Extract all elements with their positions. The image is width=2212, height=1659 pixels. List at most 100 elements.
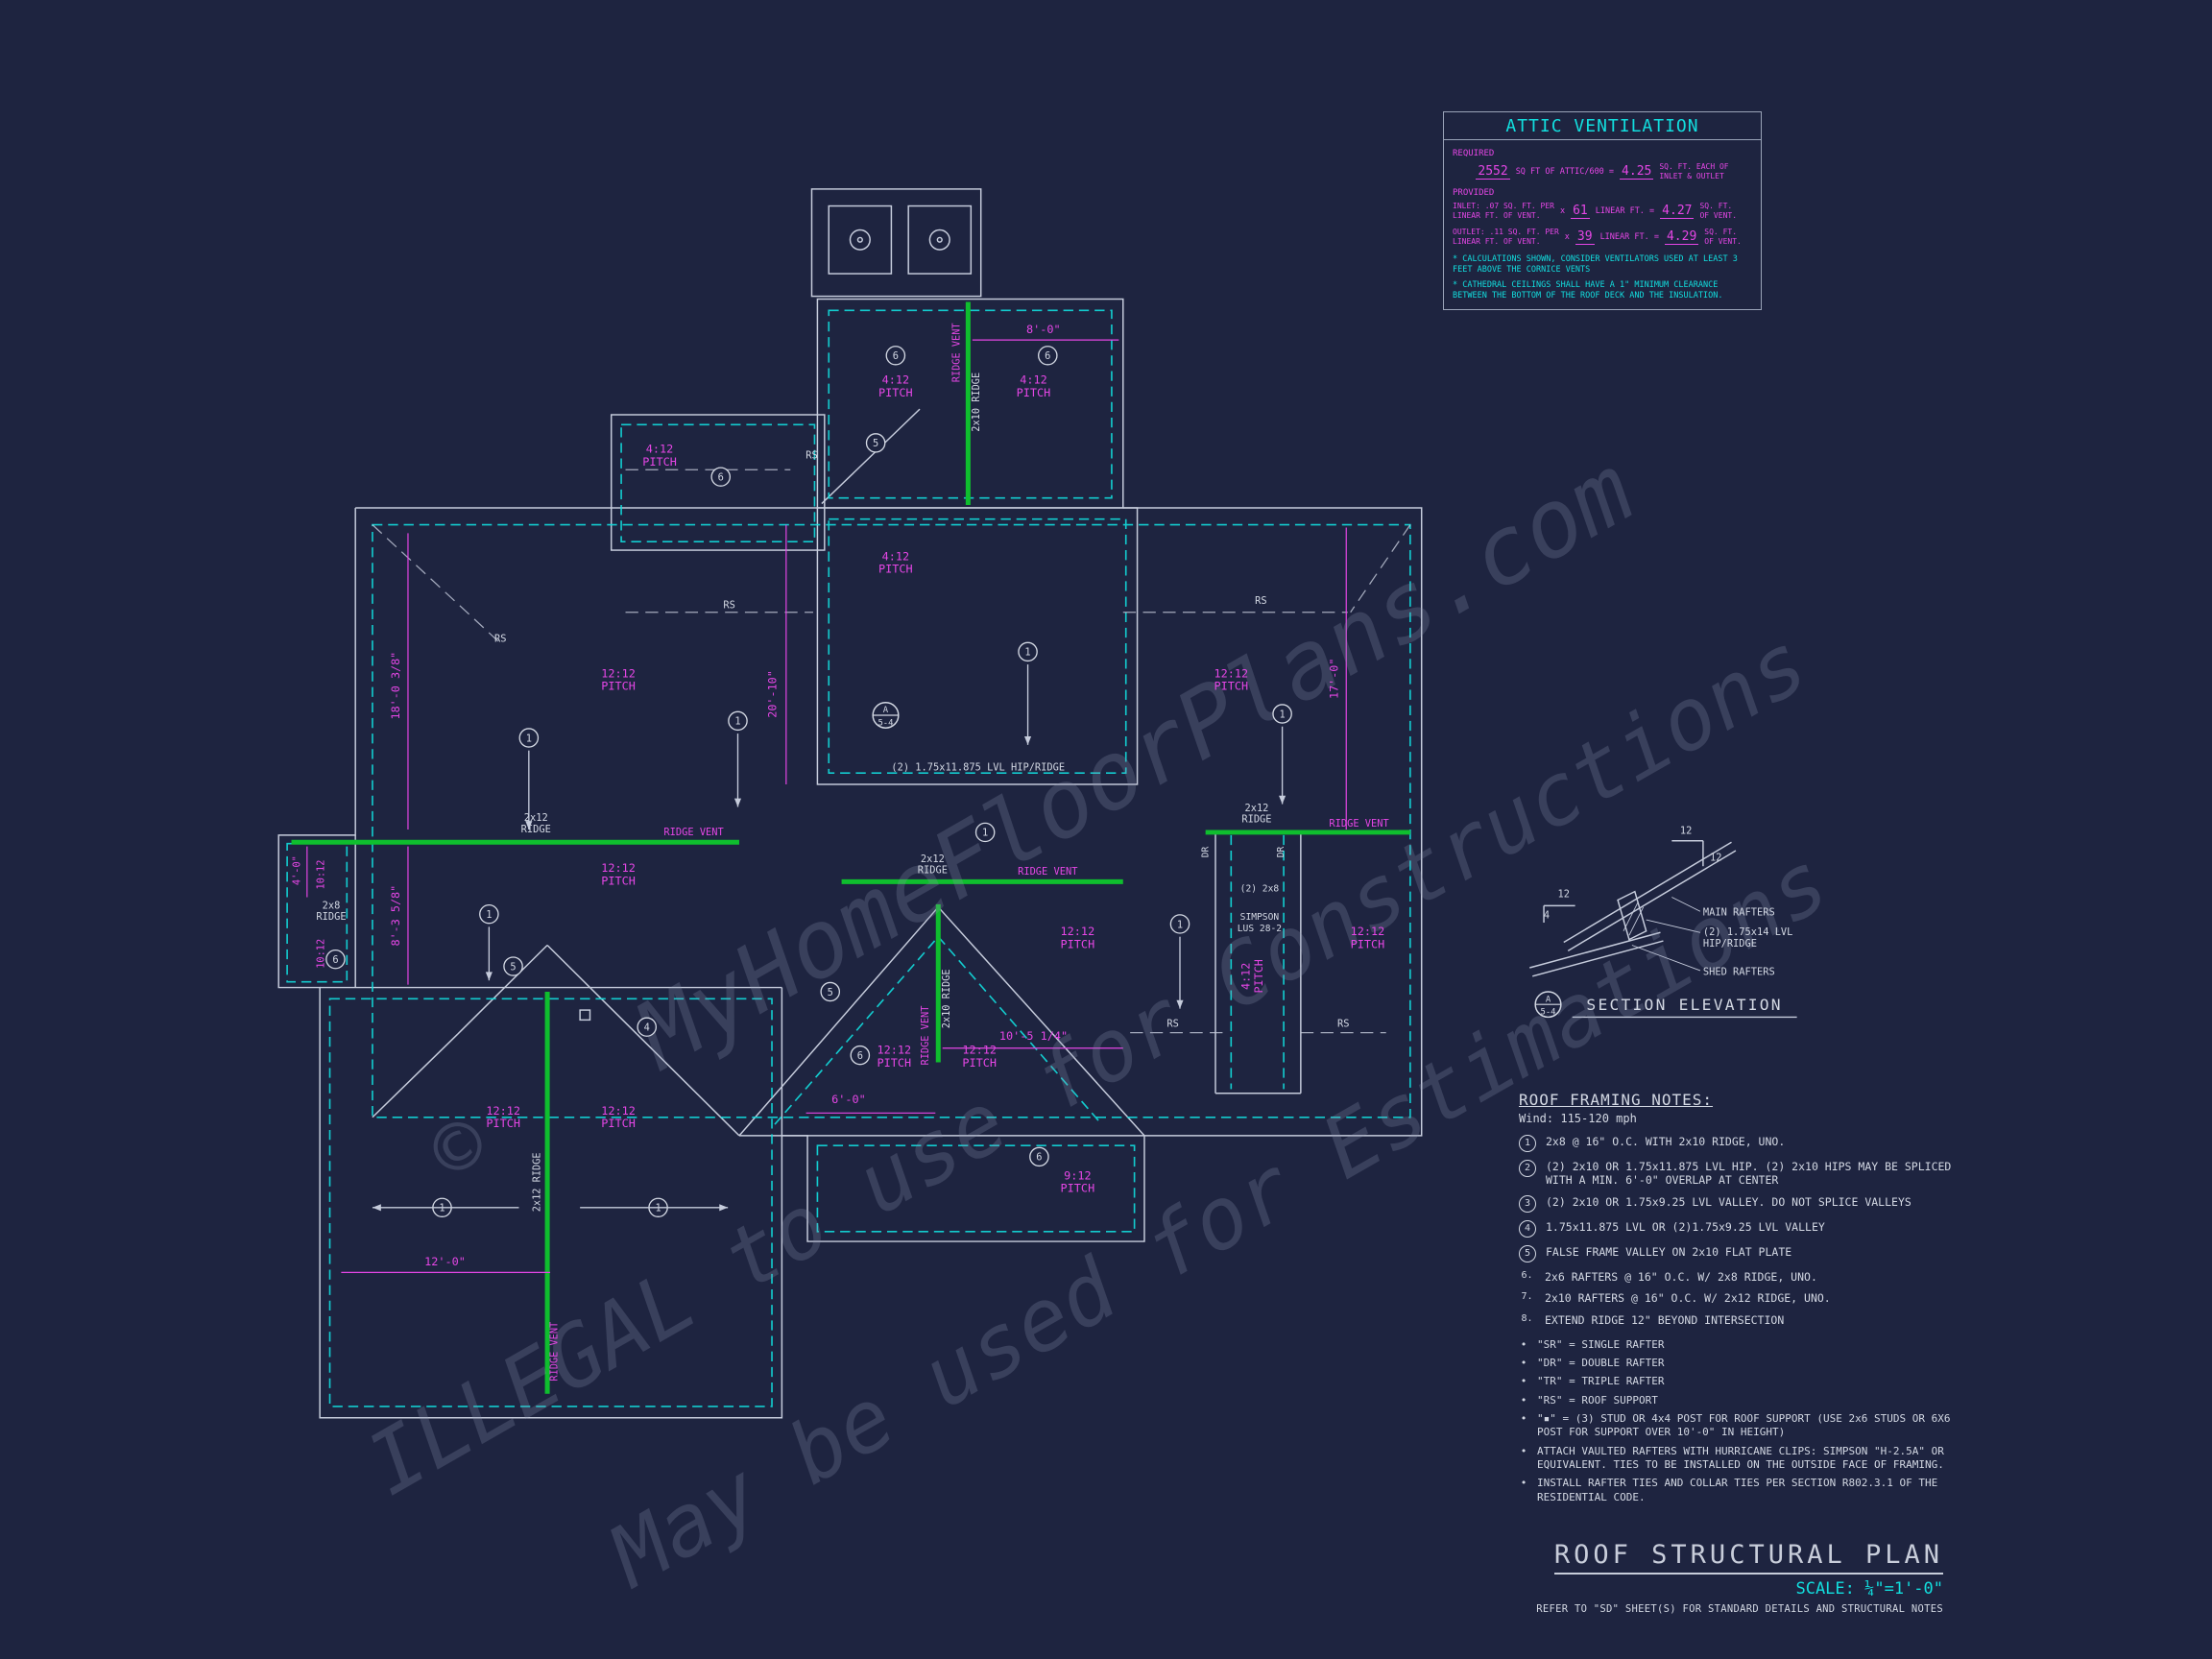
- keynote-circle-6: 6: [710, 467, 732, 487]
- keynote-circle-5: 5: [820, 981, 841, 1002]
- outlet-result-value: 4.29: [1664, 228, 1699, 245]
- keynote-circle-1: 1: [728, 710, 748, 732]
- plan-label: 12'-0": [424, 1255, 466, 1268]
- legend-bullet-item: • "TR" = TRIPLE RAFTER: [1519, 1375, 1953, 1388]
- svg-text:1: 1: [1279, 709, 1285, 720]
- framing-note-item: 2(2) 2x10 OR 1.75x11.875 LVL HIP. (2) 2x…: [1519, 1160, 1953, 1188]
- slope-12: 12: [1680, 825, 1692, 836]
- svg-text:6: 6: [332, 954, 338, 966]
- legend-text: ATTACH VAULTED RAFTERS WITH HURRICANE CL…: [1537, 1444, 1944, 1471]
- svg-text:6: 6: [1045, 350, 1050, 362]
- plan-label: DR: [1201, 847, 1212, 858]
- svg-text:1: 1: [526, 733, 532, 744]
- rafter-direction-arrow: [580, 1204, 729, 1212]
- svg-text:A: A: [883, 706, 889, 715]
- keynote-circle-4: 4: [637, 1017, 658, 1037]
- plan-label: RIDGE VENT: [548, 1322, 560, 1382]
- legend-bullet-item: • "▪" = (3) STUD OR 4x4 POST FOR ROOF SUP…: [1519, 1412, 1953, 1440]
- note-number: 3: [1519, 1194, 1536, 1213]
- svg-text:5-4: 5-4: [878, 718, 893, 728]
- inlet-units: SQ. FT. OF VENT.: [1699, 202, 1737, 220]
- plan-label: 8'-0": [1026, 323, 1061, 336]
- note-text: EXTEND RIDGE 12" BEYOND INTERSECTION: [1545, 1312, 1785, 1327]
- keynote-circle-6: 6: [1037, 346, 1058, 366]
- bullet-icon: •: [1520, 1412, 1527, 1426]
- attic-ventilation-table: ATTIC VENTILATION REQUIRED 2552 SQ FT OF…: [1443, 111, 1762, 310]
- svg-text:1: 1: [655, 1203, 661, 1214]
- svg-text:1: 1: [734, 716, 740, 728]
- svg-text:5: 5: [828, 987, 833, 998]
- keynote-circle-5: 5: [865, 433, 886, 453]
- plan-label: 2x12 RIDGE: [532, 1152, 543, 1212]
- rafter-direction-arrow: [372, 1204, 519, 1212]
- bullet-icon: •: [1520, 1375, 1527, 1388]
- wall-and-roof-outline-lines: [277, 188, 1797, 1419]
- plan-label: 18'-0 3/8": [389, 652, 402, 720]
- required-units: SQ. FT. EACH OF INLET & OUTLET: [1659, 162, 1728, 180]
- rafter-direction-arrow: [1176, 936, 1184, 1009]
- inlet-rate: INLET: .07 SQ. FT. PER LINEAR FT. OF VEN…: [1453, 202, 1554, 220]
- roof-support-post-symbol: [579, 1009, 591, 1022]
- svg-text:5: 5: [510, 961, 516, 973]
- outlet-unit-line2: OF VENT.: [1704, 236, 1742, 246]
- outlet-length-value: 39: [1575, 228, 1595, 245]
- outlet-row: OUTLET: .11 SQ. FT. PER LINEAR FT. OF VE…: [1453, 228, 1752, 246]
- legend-text: "▪" = (3) STUD OR 4x4 POST FOR ROOF SUPP…: [1537, 1412, 1951, 1439]
- required-equation: SQ FT OF ATTIC/600 =: [1515, 166, 1615, 177]
- note-number: 2: [1519, 1160, 1536, 1177]
- required-unit-line1: SQ. FT. EACH OF: [1659, 162, 1729, 171]
- slope-4: 4: [1544, 910, 1550, 922]
- legend-text: "DR" = DOUBLE RAFTER: [1537, 1357, 1665, 1370]
- keynote-circle-1: 1: [1169, 914, 1190, 934]
- rafter-direction-arrow: [1279, 726, 1286, 805]
- keynote-circle-6: 6: [325, 949, 346, 970]
- legend-bullet-item: •INSTALL RAFTER TIES AND COLLAR TIES PER…: [1519, 1477, 1953, 1504]
- plan-label: 2x10 RIDGE: [971, 373, 982, 432]
- keynote-circle-1: 1: [1272, 704, 1292, 724]
- note-number: 1: [1519, 1135, 1536, 1152]
- keynote-circle-1: 1: [479, 903, 499, 925]
- required-result-value: 4.25: [1620, 163, 1654, 180]
- framing-note-item: 7.2x10 RAFTERS @ 16" O.C. W/ 2x12 RIDGE,…: [1519, 1291, 1953, 1305]
- legend-bullet-item: •"DR" = DOUBLE RAFTER: [1519, 1357, 1953, 1370]
- wind-rating: Wind: 115-120 mph: [1519, 1112, 1637, 1125]
- plan-label: 6'-0": [831, 1093, 866, 1106]
- legend-text: "TR" = TRIPLE RAFTER: [1537, 1375, 1665, 1388]
- plan-label: 10:12: [316, 939, 327, 969]
- legend-text: "RS" = ROOF SUPPORT: [1537, 1393, 1658, 1407]
- section-reference-marker: A5-4: [1534, 991, 1562, 1019]
- required-unit-line2: INLET & OUTLET: [1659, 171, 1724, 180]
- svg-text:6: 6: [893, 350, 899, 362]
- bullet-icon: •: [1520, 1337, 1527, 1351]
- chimney-box: [810, 188, 982, 298]
- section-marker-layer: A5-4A5-4: [872, 702, 1562, 1019]
- section-reference-marker: A 5-4: [872, 702, 900, 729]
- rafter-direction-arrow: [733, 733, 742, 807]
- sheet-scale: SCALE: ¼"=1'-0": [1795, 1579, 1943, 1599]
- lvl-hip-ridge-section: [1617, 890, 1647, 941]
- plan-label: 20'-10": [765, 670, 779, 718]
- svg-text:6: 6: [1036, 1152, 1042, 1164]
- plan-label: RS: [494, 634, 506, 645]
- provided-label: PROVIDED: [1453, 188, 1495, 199]
- slope-12: 12: [1710, 852, 1721, 863]
- title-block: ROOF STRUCTURAL PLAN SCALE: ¼"=1'-0" REF…: [1536, 1540, 1943, 1615]
- keynote-circle-6: 6: [885, 346, 906, 366]
